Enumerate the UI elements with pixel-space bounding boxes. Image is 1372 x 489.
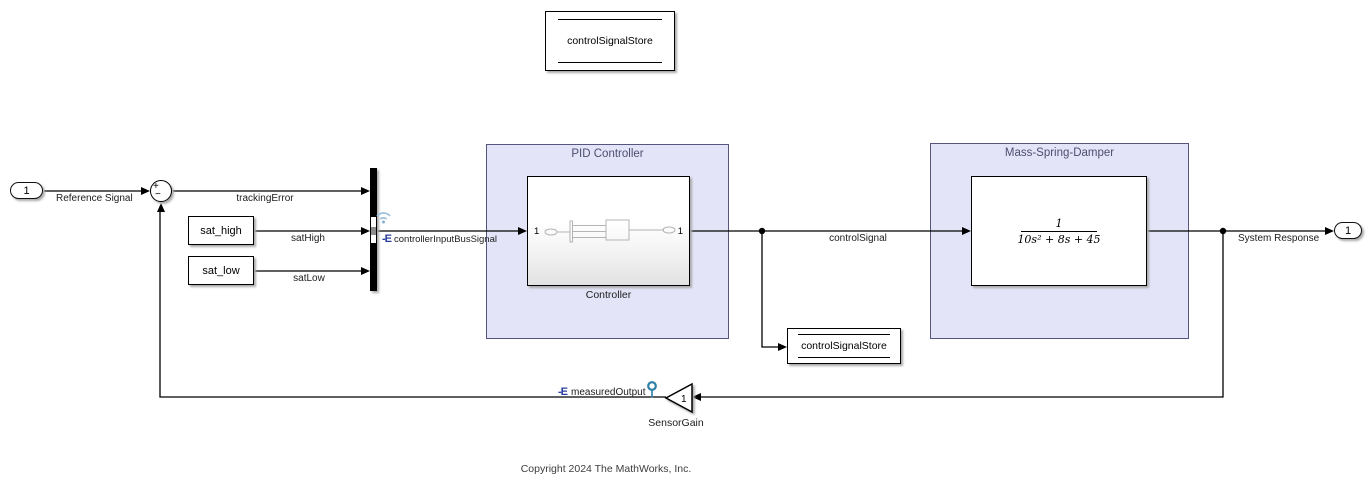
sat-high-block-label: sat_high [200,224,242,237]
controller-block-name: Controller [585,289,632,301]
transfer-fcn-fraction: 1 10s² + 8s + 45 [1017,217,1100,246]
test-point-icon [647,381,657,398]
arrow-into-controller [518,227,527,235]
tracking-error-label: trackingError [236,193,294,204]
arrow-into-bus-2 [361,227,370,235]
controller-input-bus-signal-label: controllerInputBusSignal [394,234,497,245]
sat-low-block-label: sat_low [202,264,240,277]
data-store-top-line [558,19,662,20]
data-store-memory-block[interactable]: controlSignalStore [545,11,675,71]
sum-block[interactable]: + − [150,180,172,202]
inport-number: 1 [23,184,30,197]
arrow-into-data-store-write [778,343,787,351]
wire-measured-output[interactable] [159,212,666,398]
arrow-into-bus-3 [361,267,370,275]
sensor-gain-value: 1 [681,394,687,405]
arrow-into-outport [1325,227,1334,235]
bus-creator-notch-mid [370,227,376,235]
sum-plus-sign: + [153,181,159,192]
bus-element-icon-measured: -E [558,386,568,398]
reference-signal-label: Reference Signal [56,193,133,204]
data-store-write-block[interactable]: controlSignalStore [787,328,901,364]
transfer-fcn-block[interactable]: 1 10s² + 8s + 45 [971,176,1147,286]
bus-creator-block[interactable] [370,168,377,291]
transfer-fcn-fraction-bar [1021,230,1097,232]
bus-element-icon: -E [382,233,392,245]
data-store-write-top-line [798,334,890,335]
sensor-gain-name: SensorGain [648,417,704,429]
pid-area-title: PID Controller [571,148,644,160]
sat-low-signal-label: satLow [293,273,325,284]
signal-logging-badge-icon [376,212,391,224]
outport-number: 1 [1344,224,1352,237]
sat-low-block[interactable]: sat_low [188,256,254,285]
arrow-into-gain [692,393,701,401]
outport-block[interactable]: 1 [1334,222,1362,239]
wire-to-data-store-write[interactable] [761,231,778,348]
data-store-write-bottom-line [798,357,890,358]
arrow-into-sum [141,187,150,195]
data-store-write-label: controlSignalStore [801,340,887,352]
controller-inport-number: 1 [534,226,540,237]
sat-high-block[interactable]: sat_high [188,216,254,245]
controller-outport-number: 1 [677,226,683,237]
msd-area-title: Mass-Spring-Damper [1004,147,1115,159]
branch-point-control-signal [758,227,766,235]
system-response-label: System Response [1238,233,1320,244]
measured-output-label: measuredOutput [571,387,646,398]
subsystem-preview [544,219,675,242]
copyright-text: Copyright 2024 The MathWorks, Inc. [520,463,692,475]
arrow-into-sum-bottom [157,203,165,212]
controller-subsystem-block[interactable]: 1 1 [527,176,690,286]
transfer-fcn-denominator: 10s² + 8s + 45 [1017,232,1101,246]
sum-minus-sign: − [155,189,161,200]
arrow-into-transfer-fcn [962,227,971,235]
wire-feedback[interactable] [701,231,1224,398]
branch-point-system-response [1219,227,1227,235]
data-store-bottom-line [558,62,662,63]
transfer-fcn-numerator: 1 [1055,216,1063,230]
inport-block[interactable]: 1 [10,182,43,199]
sensor-gain-block[interactable]: 1 [660,380,700,418]
sat-high-signal-label: satHigh [291,233,325,244]
control-signal-label: controlSignal [829,233,887,244]
data-store-memory-label: controlSignalStore [567,35,653,47]
arrow-into-bus-1 [361,187,370,195]
